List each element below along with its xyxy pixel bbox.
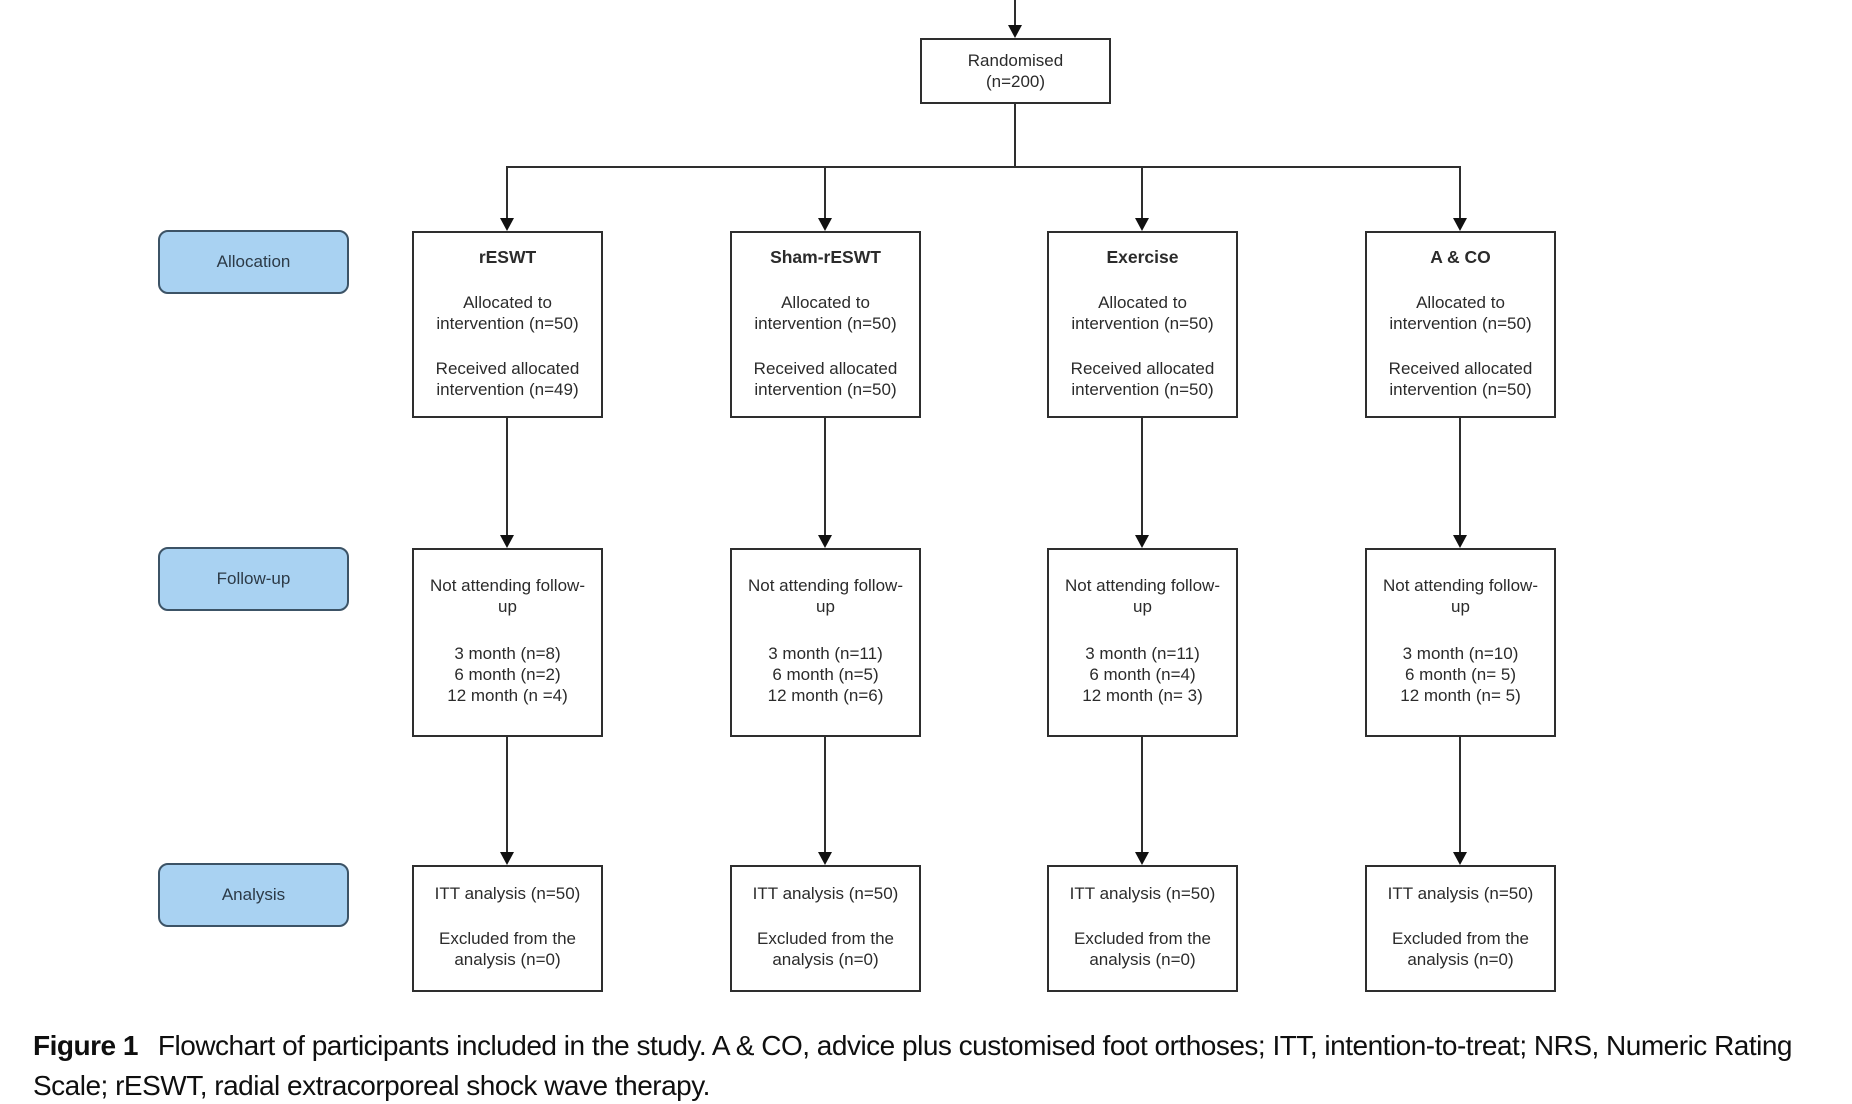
allocated-text: Allocated to intervention (n=50): [436, 293, 579, 333]
figure-caption-text: Flowchart of participants included in th…: [33, 1030, 1793, 1101]
connector-col2-alloc-followup: [824, 418, 826, 536]
arrowhead-col1-allocation: [500, 218, 514, 231]
received-text: Received allocated intervention (n=49): [435, 359, 580, 399]
arrowhead-into-randomised: [1008, 25, 1022, 38]
arrowhead-col2-allocation: [818, 218, 832, 231]
connector-drop-col3: [1141, 166, 1143, 219]
followup-3month: 3 month (n=11): [768, 644, 883, 663]
excluded-text: Excluded from the analysis (n=0): [438, 929, 576, 969]
followup-header: Not attending follow-up: [1383, 576, 1538, 616]
connector-drop-col2: [824, 166, 826, 219]
itt-text: ITT analysis (n=50): [434, 884, 581, 903]
stage-label-followup: Follow-up: [158, 547, 349, 611]
stage-label-allocation: Allocation: [158, 230, 349, 294]
arrowhead-col3-allocation: [1135, 218, 1149, 231]
connector-col4-followup-analysis: [1459, 737, 1461, 853]
arrowhead-col4-allocation: [1453, 218, 1467, 231]
excluded-text: Excluded from the analysis (n=0): [1391, 929, 1529, 969]
followup-box-sham-reswt: Not attending follow-up 3 month (n=11) 6…: [730, 548, 921, 737]
arrowhead-col2-followup: [818, 535, 832, 548]
stage-label-followup-text: Follow-up: [216, 569, 291, 588]
allocated-text: Allocated to intervention (n=50): [1071, 293, 1214, 333]
randomised-count: (n=200): [985, 72, 1046, 91]
arrowhead-col4-followup: [1453, 535, 1467, 548]
randomised-title: Randomised: [967, 51, 1064, 70]
followup-6month: 6 month (n=2): [454, 665, 561, 684]
received-text: Received allocated intervention (n=50): [1070, 359, 1215, 399]
group-title: Exercise: [1106, 247, 1179, 267]
followup-3month: 3 month (n=8): [454, 644, 561, 663]
allocation-box-aco: A & CO Allocated to intervention (n=50) …: [1365, 231, 1556, 418]
connector-branch-horizontal: [506, 166, 1461, 168]
connector-drop-col1: [506, 166, 508, 219]
received-text: Received allocated intervention (n=50): [753, 359, 898, 399]
arrowhead-col1-followup: [500, 535, 514, 548]
followup-box-reswt: Not attending follow-up 3 month (n=8) 6 …: [412, 548, 603, 737]
arrowhead-col4-analysis: [1453, 852, 1467, 865]
excluded-text: Excluded from the analysis (n=0): [756, 929, 894, 969]
allocation-box-exercise: Exercise Allocated to intervention (n=50…: [1047, 231, 1238, 418]
followup-6month: 6 month (n=4): [1089, 665, 1196, 684]
followup-12month: 12 month (n=6): [767, 686, 884, 705]
arrowhead-col3-analysis: [1135, 852, 1149, 865]
analysis-box-reswt: ITT analysis (n=50) Excluded from the an…: [412, 865, 603, 992]
arrowhead-col2-analysis: [818, 852, 832, 865]
connector-col3-followup-analysis: [1141, 737, 1143, 853]
followup-3month: 3 month (n=10): [1402, 644, 1519, 663]
followup-12month: 12 month (n =4): [447, 686, 568, 705]
connector-drop-col4: [1459, 166, 1461, 219]
arrowhead-col3-followup: [1135, 535, 1149, 548]
allocation-box-sham-reswt: Sham-rESWT Allocated to intervention (n=…: [730, 231, 921, 418]
followup-12month: 12 month (n= 5): [1400, 686, 1521, 705]
allocation-box-reswt: rESWT Allocated to intervention (n=50) R…: [412, 231, 603, 418]
allocated-text: Allocated to intervention (n=50): [754, 293, 897, 333]
stage-label-analysis-text: Analysis: [221, 885, 286, 904]
followup-box-exercise: Not attending follow-up 3 month (n=11) 6…: [1047, 548, 1238, 737]
connector-col3-alloc-followup: [1141, 418, 1143, 536]
randomised-box: Randomised (n=200): [920, 38, 1111, 104]
figure-caption-label: Figure 1: [33, 1030, 138, 1061]
followup-3month: 3 month (n=11): [1085, 644, 1200, 663]
itt-text: ITT analysis (n=50): [752, 884, 899, 903]
analysis-box-aco: ITT analysis (n=50) Excluded from the an…: [1365, 865, 1556, 992]
group-title: rESWT: [478, 247, 537, 267]
stage-label-allocation-text: Allocation: [216, 252, 291, 271]
followup-header: Not attending follow-up: [430, 576, 585, 616]
group-title: A & CO: [1430, 247, 1491, 267]
connector-randomised-drop: [1014, 104, 1016, 167]
followup-12month: 12 month (n= 3): [1082, 686, 1203, 705]
itt-text: ITT analysis (n=50): [1069, 884, 1216, 903]
connector-col1-alloc-followup: [506, 418, 508, 536]
connector-col4-alloc-followup: [1459, 418, 1461, 536]
received-text: Received allocated intervention (n=50): [1388, 359, 1533, 399]
analysis-box-exercise: ITT analysis (n=50) Excluded from the an…: [1047, 865, 1238, 992]
arrowhead-col1-analysis: [500, 852, 514, 865]
group-title: Sham-rESWT: [770, 247, 881, 267]
analysis-box-sham-reswt: ITT analysis (n=50) Excluded from the an…: [730, 865, 921, 992]
followup-6month: 6 month (n= 5): [1404, 665, 1517, 684]
connector-top-line: [1014, 0, 1016, 27]
allocated-text: Allocated to intervention (n=50): [1389, 293, 1532, 333]
stage-label-analysis: Analysis: [158, 863, 349, 927]
followup-header: Not attending follow-up: [1065, 576, 1220, 616]
followup-6month: 6 month (n=5): [772, 665, 879, 684]
followup-header: Not attending follow-up: [748, 576, 903, 616]
itt-text: ITT analysis (n=50): [1387, 884, 1534, 903]
connector-col1-followup-analysis: [506, 737, 508, 853]
followup-box-aco: Not attending follow-up 3 month (n=10) 6…: [1365, 548, 1556, 737]
connector-col2-followup-analysis: [824, 737, 826, 853]
excluded-text: Excluded from the analysis (n=0): [1073, 929, 1211, 969]
